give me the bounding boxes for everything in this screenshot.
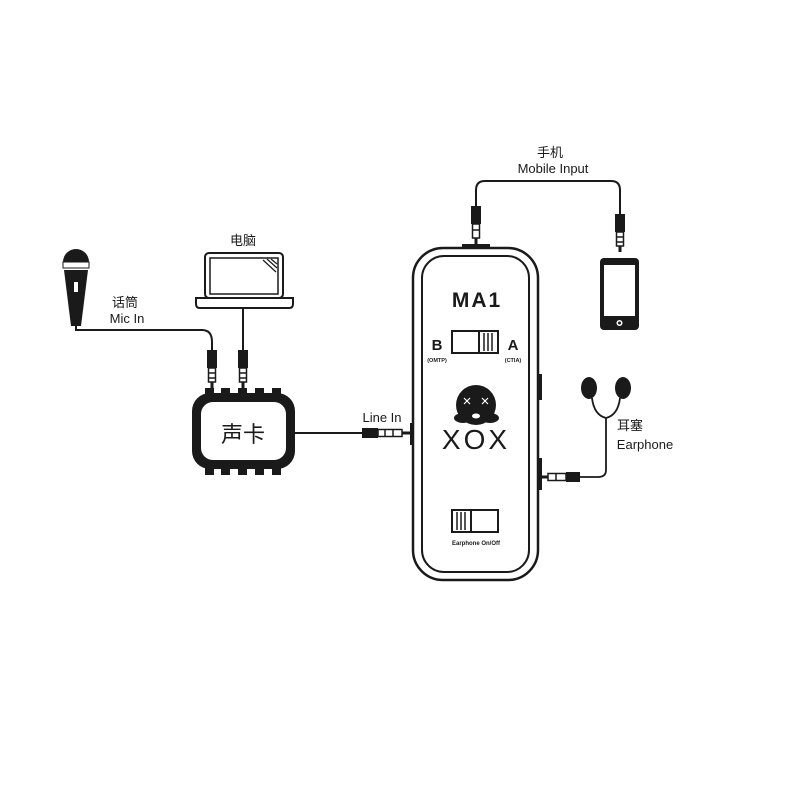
- line-in-label: Line In: [362, 410, 401, 425]
- switch-b-label: B: [432, 337, 443, 354]
- mobile-label-cn: 手机: [537, 145, 563, 160]
- line-in-plug: [362, 428, 410, 438]
- earphone-switch-label: Earphone On/Off: [452, 541, 501, 547]
- phone-plug: [614, 213, 626, 253]
- mobile-label-en: Mobile Input: [518, 161, 589, 176]
- switch-a-sublabel: (CTIA): [505, 358, 522, 364]
- brand-logo: XOX: [442, 424, 510, 455]
- earphone-label-en: Earphone: [617, 437, 673, 452]
- computer-label: 电脑: [230, 233, 256, 248]
- mobile-cable: [475, 180, 621, 214]
- ab-switch[interactable]: [451, 330, 499, 354]
- mic-cable: [75, 326, 213, 350]
- top-plug: [471, 206, 481, 248]
- earphone-label-cn: 耳塞: [617, 418, 643, 433]
- earphone-plug: [541, 472, 580, 482]
- phone-icon: [600, 258, 639, 330]
- microphone-icon: [62, 249, 90, 326]
- mic-label-en: Mic In: [110, 311, 145, 326]
- earphone-cable: [580, 397, 621, 478]
- switch-a-label: A: [508, 337, 519, 354]
- sound-card-icon: [192, 388, 295, 475]
- laptop-icon: [195, 252, 294, 309]
- mic-plug: [206, 349, 218, 389]
- mascot-logo-icon: [454, 385, 499, 425]
- laptop-plug: [237, 349, 249, 389]
- earphones-icon: [581, 377, 631, 399]
- earphone-switch[interactable]: [451, 509, 499, 533]
- switch-b-sublabel: (OMTP): [427, 358, 447, 364]
- sound-card-label: 声卡: [221, 422, 265, 447]
- mic-label-cn: 话筒: [112, 295, 138, 310]
- model-label: MA1: [452, 289, 502, 312]
